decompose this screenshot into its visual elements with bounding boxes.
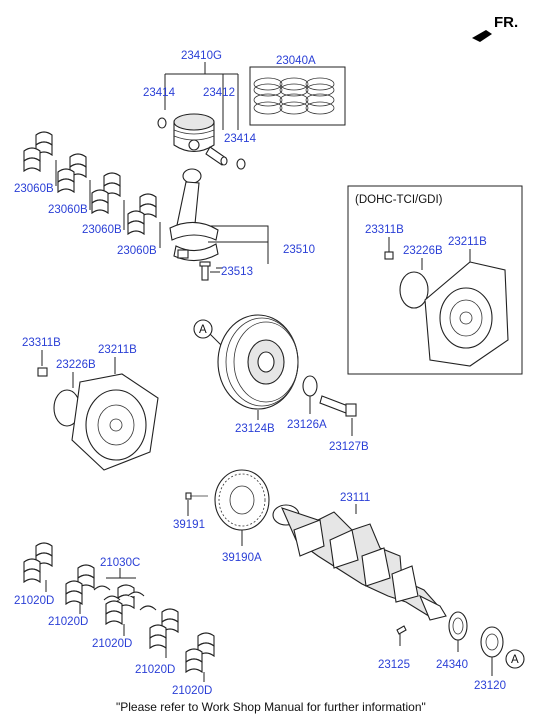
reference-marker-a-bottom <box>505 649 525 669</box>
damper-washer-drawing <box>302 375 318 397</box>
part-number-23311B-box[interactable]: 23311B <box>365 224 404 236</box>
front-direction-indicator: FR. <box>472 14 518 42</box>
reference-marker-a-top-label: A <box>199 324 207 336</box>
part-number-23414-left[interactable]: 23414 <box>143 87 176 99</box>
dohc-section-title: (DOHC-TCI/GDI) <box>355 194 443 206</box>
dohc-tci-gdi-section: (DOHC-TCI/GDI) 23311B 23226B 23211B <box>347 185 523 375</box>
part-number-21020D-1[interactable]: 21020D <box>14 595 54 607</box>
part-number-21020D-4[interactable]: 21020D <box>135 664 175 676</box>
part-number-23410G[interactable]: 23410G <box>181 50 222 62</box>
part-number-23226B[interactable]: 23226B <box>56 359 96 371</box>
main-bearings: 21030C 21020D 21020D 21020D 21020D 21020… <box>14 542 215 697</box>
part-number-23060B-4[interactable]: 23060B <box>117 245 157 257</box>
part-number-39190A[interactable]: 39190A <box>222 552 262 564</box>
timing-sprocket-drawing <box>480 626 504 658</box>
connecting-rod-drawing <box>169 168 219 262</box>
flexplate-drawing <box>37 367 159 471</box>
part-number-23412[interactable]: 23412 <box>203 87 235 99</box>
piston-drawing <box>173 113 215 153</box>
piston-leader-lines <box>164 62 239 130</box>
part-number-23211B-box[interactable]: 23211B <box>448 236 487 248</box>
part-number-23124B[interactable]: 23124B <box>235 423 275 435</box>
piston-pin-clip-left <box>157 117 167 129</box>
part-number-23060B-2[interactable]: 23060B <box>48 204 88 216</box>
part-number-23513[interactable]: 23513 <box>221 266 253 278</box>
dohc-section-box <box>347 185 523 375</box>
part-number-23111[interactable]: 23111 <box>340 492 370 504</box>
reference-marker-a-bottom-label: A <box>511 654 519 666</box>
part-number-23414-right[interactable]: 23414 <box>224 133 257 145</box>
part-number-23120[interactable]: 23120 <box>474 680 506 692</box>
part-number-23226B-box[interactable]: 23226B <box>403 245 443 257</box>
piston-ring-set: 23040A <box>249 55 346 126</box>
part-number-23125[interactable]: 23125 <box>378 659 410 671</box>
front-arrow-icon <box>472 30 492 42</box>
sensor-wheel-bolt-drawing <box>185 492 208 500</box>
piston-rings-drawing <box>253 77 335 115</box>
part-number-23040A[interactable]: 23040A <box>276 55 316 67</box>
flexplate-group: 23311B 23226B 23211B <box>22 337 159 471</box>
rod-bolt-drawing <box>199 261 211 281</box>
crank-key-drawing <box>396 625 407 635</box>
footer-note: "Please refer to Work Shop Manual for fu… <box>116 700 426 714</box>
thrust-washers-drawing <box>93 585 157 611</box>
piston-assembly: 23410G 23414 23412 23414 <box>143 50 257 170</box>
part-number-23060B-3[interactable]: 23060B <box>82 224 122 236</box>
ring-set-box <box>249 66 346 126</box>
damper-pulley-group: A 23124B 23126A 23127B <box>193 314 369 453</box>
part-number-23211B[interactable]: 23211B <box>98 344 137 356</box>
piston-pin-drawing <box>205 146 228 166</box>
part-number-23510[interactable]: 23510 <box>283 244 315 256</box>
part-number-23060B-1[interactable]: 23060B <box>14 183 54 195</box>
part-number-24340[interactable]: 24340 <box>436 659 468 671</box>
part-number-21030C[interactable]: 21030C <box>100 557 140 569</box>
crankshaft-sprocket-drawing <box>448 611 468 641</box>
part-number-21020D-5[interactable]: 21020D <box>172 685 212 697</box>
connecting-rod: 23510 23513 <box>169 168 315 281</box>
part-number-23311B[interactable]: 23311B <box>22 337 61 349</box>
sensor-wheel-drawing <box>214 469 270 531</box>
connecting-rod-bearings: 23060B 23060B 23060B 23060B <box>14 131 161 257</box>
part-number-39191[interactable]: 39191 <box>173 519 205 531</box>
reference-marker-a-top <box>193 319 213 339</box>
front-direction-label: FR. <box>494 14 518 31</box>
damper-bolt-drawing <box>319 395 357 417</box>
part-number-21020D-3[interactable]: 21020D <box>92 638 132 650</box>
part-number-23127B[interactable]: 23127B <box>329 441 369 453</box>
piston-pin-clip-right <box>236 158 246 170</box>
crankshaft-group: 39191 39190A 23111 23125 24340 A <box>173 469 525 692</box>
part-number-21020D-2[interactable]: 21020D <box>48 616 88 628</box>
dohc-flexplate-drawing <box>384 251 509 367</box>
part-number-23126A[interactable]: 23126A <box>287 419 327 431</box>
damper-pulley-drawing <box>217 314 299 410</box>
crankshaft-drawing <box>272 504 447 621</box>
